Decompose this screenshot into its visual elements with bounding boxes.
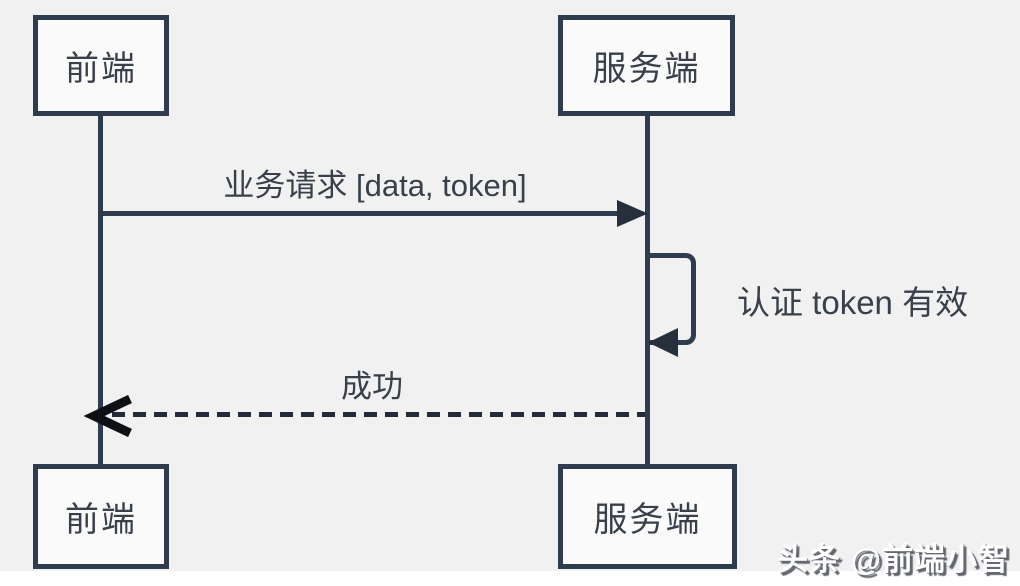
chevron-left-icon: [84, 394, 132, 438]
message-label-response: 成功: [341, 369, 403, 404]
arrowhead-right-icon: [617, 200, 648, 227]
lifeline-server: [645, 116, 650, 464]
message-label-request: 业务请求 [data, token]: [223, 168, 527, 203]
actor-label-frontend-bottom: 前端: [65, 501, 137, 539]
actor-label-frontend-top: 前端: [65, 50, 137, 88]
lifeline-frontend: [98, 116, 103, 464]
bottom-white-strip: [0, 571, 1020, 586]
message-line-request: [100, 211, 622, 216]
actor-box-frontend-top: 前端: [33, 15, 169, 116]
message-line-response: [112, 412, 645, 417]
watermark: 头条 @前端小智: [777, 542, 1010, 577]
message-label-self-call: 认证 token 有效: [737, 284, 969, 321]
actor-box-frontend-bottom: 前端: [33, 464, 169, 569]
actor-label-server-top: 服务端: [592, 50, 701, 88]
actor-label-server-bottom: 服务端: [593, 501, 702, 539]
actor-box-server-top: 服务端: [558, 15, 735, 116]
actor-box-server-bottom: 服务端: [558, 464, 737, 569]
